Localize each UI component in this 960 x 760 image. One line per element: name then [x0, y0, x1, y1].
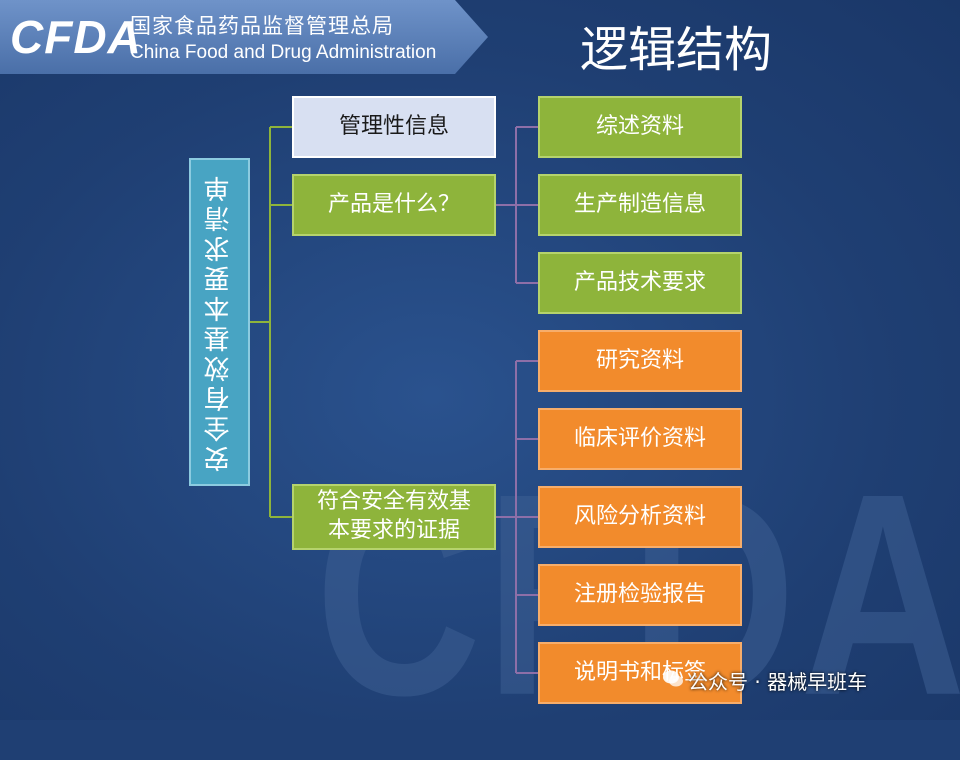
leaf-risk-analysis: 风险分析资料 — [538, 486, 742, 548]
org-name-english: China Food and Drug Administration — [130, 42, 437, 63]
leaf-research-materials: 研究资料 — [538, 330, 742, 392]
leaf-technical-requirements: 产品技术要求 — [538, 252, 742, 314]
root-label: 安全有效基本要求清单 — [203, 172, 234, 472]
cfda-logo: CFDA — [10, 11, 142, 63]
wechat-icon — [663, 670, 683, 687]
branch-what-is-product: 产品是什么？ — [292, 174, 496, 236]
org-name-chinese: 国家食品药品监督管理总局 — [130, 14, 394, 38]
connector-lines — [250, 126, 538, 674]
wechat-credit: 公众号 · 器械早班车 — [688, 670, 868, 694]
branch-management-info: 管理性信息 — [292, 96, 496, 158]
leaf-registration-test-report: 注册检验报告 — [538, 564, 742, 626]
leaf-clinical-evaluation: 临床评价资料 — [538, 408, 742, 470]
leaf-overview-materials: 综述资料 — [538, 96, 742, 158]
leaf-manufacturing-info: 生产制造信息 — [538, 174, 742, 236]
slide-title: 逻辑结构 — [580, 22, 773, 78]
header-banner — [0, 0, 488, 74]
root-node: 安全有效基本要求清单 — [189, 158, 250, 486]
branch-safety-evidence: 符合安全有效基本要求的证据 — [292, 484, 496, 550]
leaf-instructions-and-labels: 说明书和标签 — [538, 642, 742, 704]
